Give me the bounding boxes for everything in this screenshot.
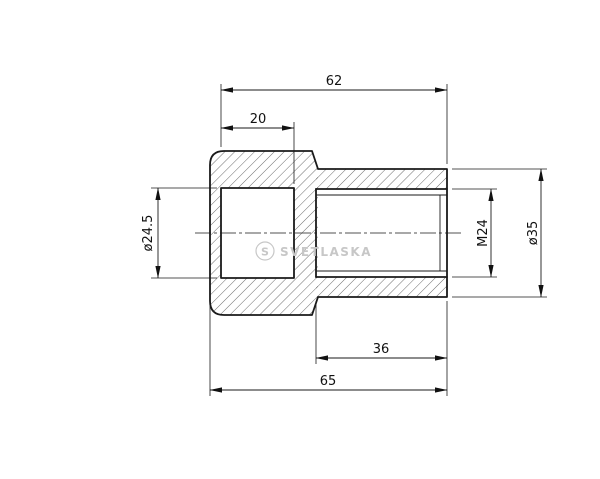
dimension-left-diameter: ø24.5 [141, 187, 217, 279]
dimension-bottom-overall: 65 [209, 301, 448, 396]
dimension-thread-length: 36 [315, 301, 448, 364]
dimension-label-62: 62 [326, 74, 343, 89]
shaft-top-wall-hatch [316, 169, 447, 189]
watermark-logo-icon [255, 241, 275, 261]
section-hatching [210, 151, 447, 315]
dimension-label-20: 20 [250, 112, 267, 127]
watermark-brand-text: SVETLASKA [280, 245, 372, 259]
dimension-label-65: 65 [320, 374, 337, 389]
part-silhouette [209, 150, 448, 316]
dimension-label-d24-5: ø24.5 [141, 215, 156, 252]
head-section-hatch [210, 151, 318, 315]
dimension-outer-diameter: ø35 [452, 168, 547, 298]
shaft-bottom-wall-hatch [316, 277, 447, 297]
dimension-label-m24: M24 [476, 219, 491, 247]
dimension-label-d35: ø35 [526, 221, 541, 246]
dimension-label-36: 36 [373, 342, 390, 357]
part-outline [209, 150, 448, 316]
dimension-top-inner: 20 [220, 112, 295, 184]
watermark-logo-letter: S [261, 246, 269, 259]
dimension-top-overall: 62 [220, 74, 448, 164]
inner-cavity-outline [220, 187, 295, 279]
dimension-thread-spec: M24 [452, 188, 497, 278]
watermark: S SVETLASKA [255, 241, 372, 261]
